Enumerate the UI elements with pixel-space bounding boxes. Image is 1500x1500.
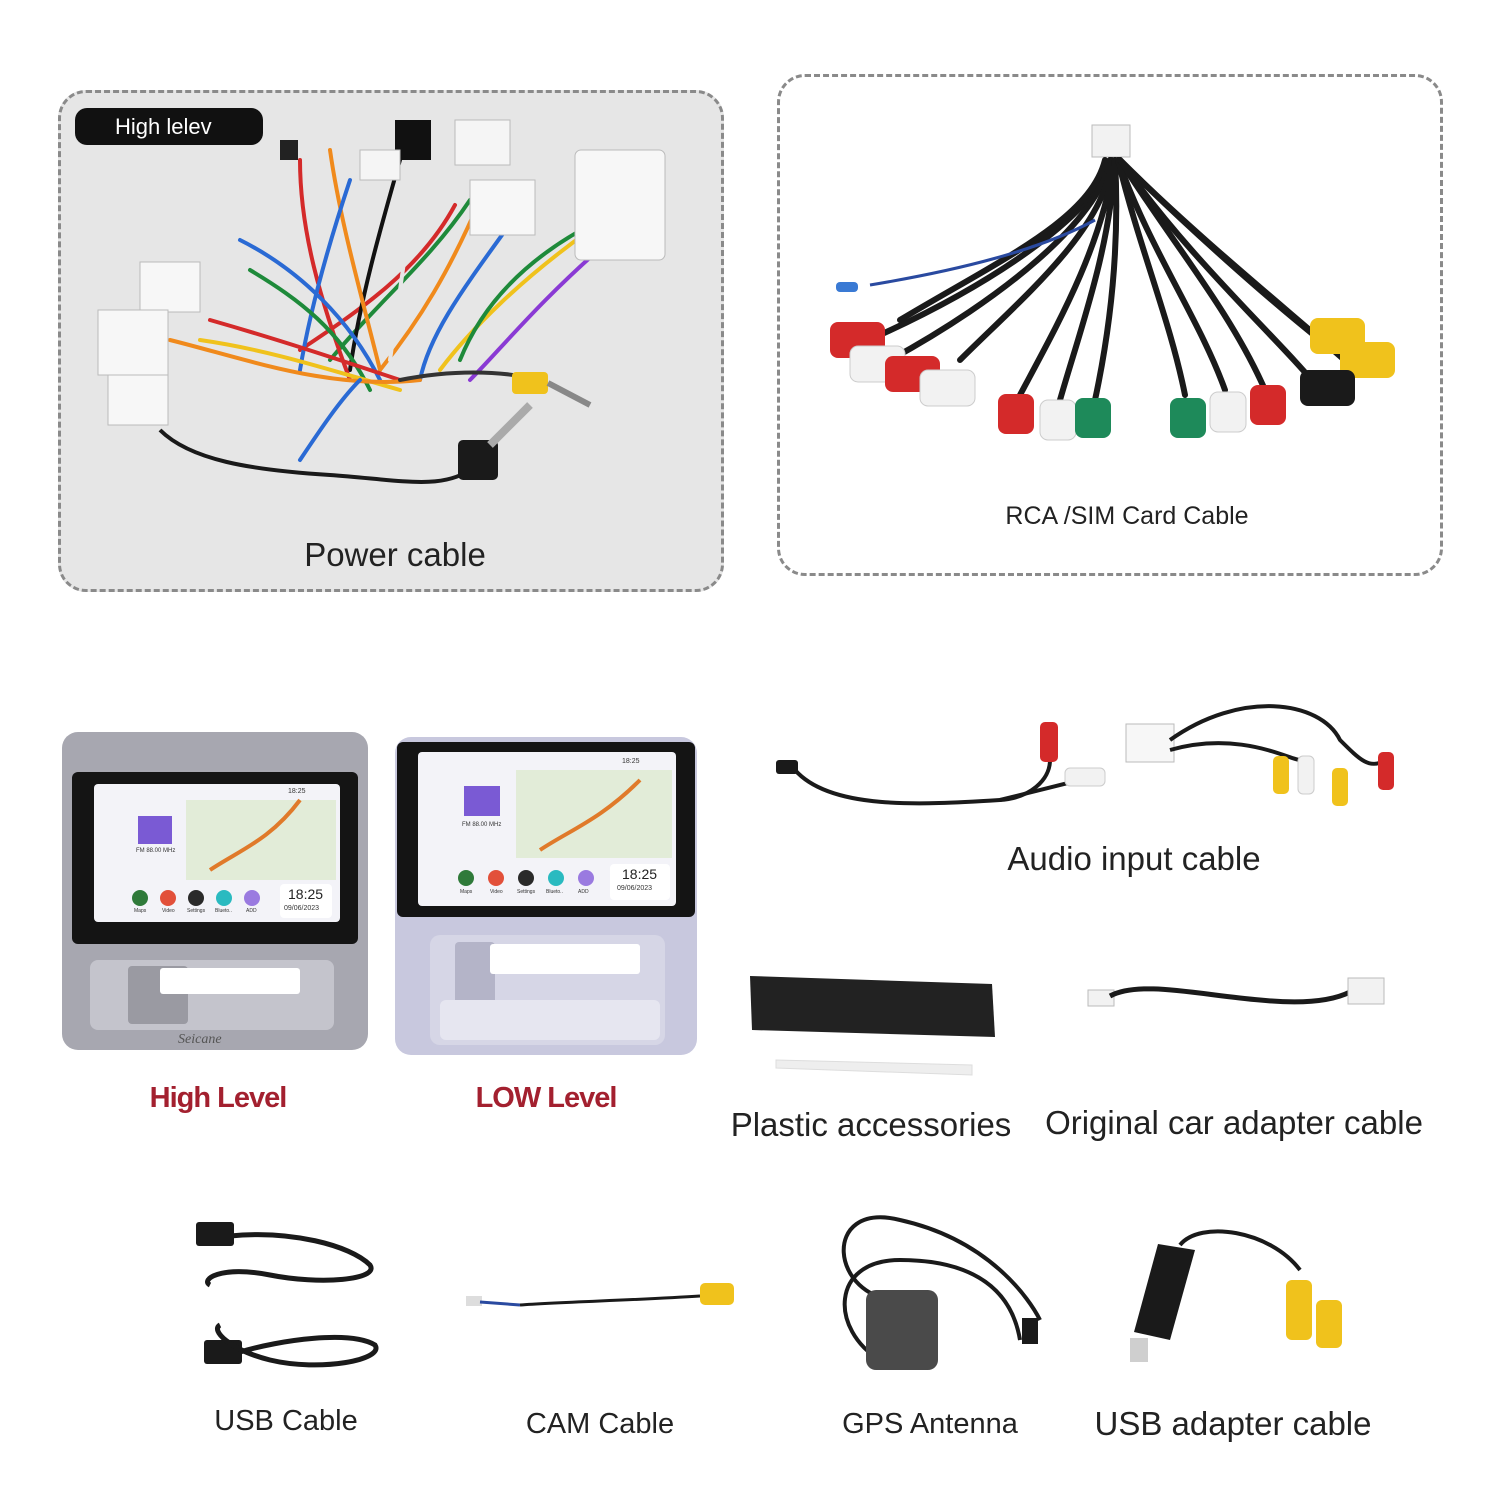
low-unit-app-2: Video — [490, 889, 503, 895]
rca-sim-cable-image — [830, 124, 1395, 441]
high-unit-radio: FM 88.00 MHz — [136, 848, 176, 854]
cam-cable-caption: CAM Cable — [525, 1408, 675, 1440]
usb-cable-image — [196, 1222, 379, 1368]
low-level-head-unit — [395, 737, 697, 1055]
level-badge: High lelev — [75, 108, 263, 145]
usb-cable-caption: USB Cable — [214, 1405, 358, 1437]
cam-cable-image — [466, 1283, 734, 1307]
original-adapter-caption: Original car adapter cable — [1045, 1104, 1423, 1141]
gps-antenna-caption: GPS Antenna — [842, 1408, 1018, 1440]
rca-sim-caption: RCA /SIM Card Cable — [1005, 502, 1249, 530]
high-unit-app-3: Settings — [187, 908, 206, 914]
power-cable-image — [97, 119, 666, 484]
high-unit-clock-time: 18:25 — [288, 886, 324, 902]
low-unit-clock-date: 09/06/2023 — [617, 885, 653, 892]
plastic-accessories-caption: Plastic accessories — [730, 1106, 1012, 1143]
high-level-label: High Level — [149, 1082, 288, 1114]
high-level-head-unit — [62, 732, 368, 1050]
high-unit-brand: Seicane — [178, 1032, 222, 1047]
original-adapter-cable-image — [1087, 977, 1385, 1007]
usb-adapter-caption: USB adapter cable — [1094, 1405, 1372, 1442]
audio-input-cable-image — [776, 704, 1394, 806]
usb-adapter-cable-image — [1130, 1229, 1342, 1362]
low-level-label: LOW Level — [475, 1082, 618, 1114]
high-unit-status-time: 18:25 — [288, 788, 306, 795]
low-unit-clock-time: 18:25 — [622, 866, 658, 882]
high-unit-app-2: Video — [162, 908, 175, 914]
low-unit-app-5: ADD — [578, 889, 589, 895]
high-unit-app-5: ADD — [246, 908, 257, 914]
low-unit-app-4: Blueto.. — [546, 889, 563, 895]
low-unit-radio: FM 88.00 MHz — [462, 822, 502, 828]
low-unit-app-3: Settings — [517, 889, 536, 895]
high-unit-clock-date: 09/06/2023 — [284, 905, 320, 912]
power-cable-caption: Power cable — [304, 536, 486, 573]
gps-antenna-image — [841, 1215, 1042, 1370]
low-unit-status-time: 18:25 — [622, 758, 640, 765]
high-unit-app-4: Blueto.. — [215, 908, 232, 914]
high-unit-app-1: Maps — [134, 908, 147, 914]
audio-input-caption: Audio input cable — [1007, 840, 1261, 877]
low-unit-app-1: Maps — [460, 889, 473, 895]
plastic-accessories-image — [750, 976, 995, 1076]
